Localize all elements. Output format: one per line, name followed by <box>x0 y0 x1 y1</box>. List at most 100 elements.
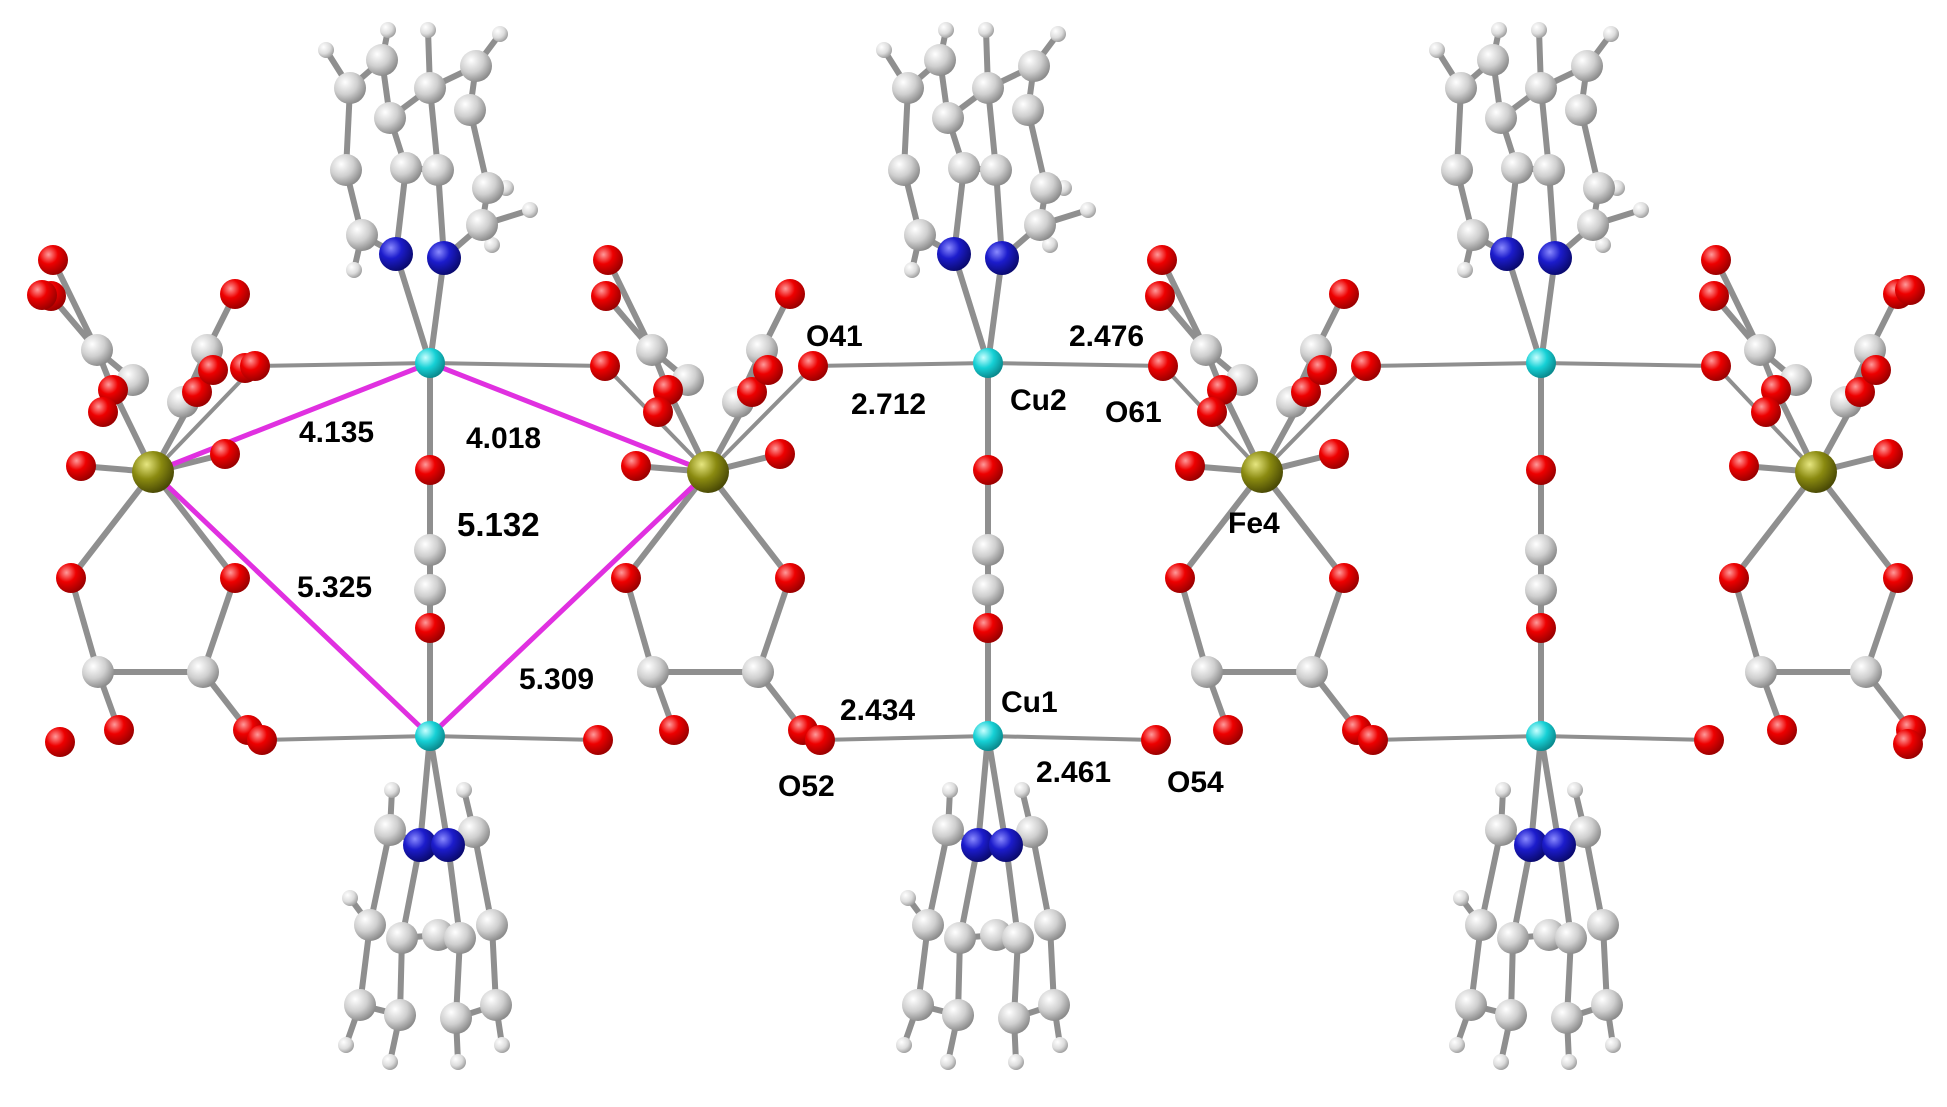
labels-layer: O41 Cu2 O61 Fe4 O52 Cu1 O54 2.712 2.476 … <box>297 320 1280 803</box>
oxygen-atom-181 <box>1319 439 1349 469</box>
carbon-atom-51 <box>330 154 362 186</box>
carbon-atom-75 <box>1024 209 1056 241</box>
carbon-atom-56 <box>454 94 486 126</box>
hydrogen-atom-32 <box>1531 22 1547 38</box>
oxygen-atom-170 <box>753 355 783 385</box>
bond-226 <box>1731 469 1819 581</box>
oxygen-atom-165 <box>591 281 621 311</box>
oxygen-atom-206 <box>1893 729 1923 759</box>
bond-236 <box>1713 257 1763 353</box>
oxygen-atom-151 <box>182 377 212 407</box>
oxygen-atom-202 <box>27 280 57 310</box>
hydrogen-atom-40 <box>1449 1037 1465 1053</box>
carbon-atom-94 <box>1038 989 1070 1021</box>
iron-atom-233 <box>1241 451 1283 493</box>
hydrogen-atom-21 <box>1042 237 1058 253</box>
oxygen-atom-173 <box>659 715 689 745</box>
hydrogen-atom-10 <box>338 1037 354 1053</box>
carbon-atom-108 <box>1571 50 1603 82</box>
oxygen-atom-178 <box>1145 281 1175 311</box>
oxygen-atom-218 <box>1694 725 1724 755</box>
bond-160 <box>1528 733 1544 848</box>
oxygen-atom-212 <box>1148 351 1178 381</box>
bond-89 <box>925 827 951 928</box>
carbon-atom-54 <box>414 72 446 104</box>
label-fe4: Fe4 <box>1228 507 1280 540</box>
hydrogen-atom-35 <box>1457 262 1473 278</box>
oxygen-atom-193 <box>1729 451 1759 481</box>
oxygen-atom-167 <box>621 451 651 481</box>
iron-atom-234 <box>1795 451 1837 493</box>
carbon-atom-103 <box>1445 72 1477 104</box>
bond-length-o52-cu1: 2.434 <box>840 694 915 727</box>
carbon-atom-84 <box>932 814 964 846</box>
carbon-atom-106 <box>1565 94 1597 126</box>
bond-187 <box>705 469 793 581</box>
oxygen-atom-203 <box>45 727 75 757</box>
carbon-atom-72 <box>948 152 980 184</box>
hydrogen-atom-31 <box>1491 22 1507 38</box>
label-cu1: Cu1 <box>1001 686 1058 719</box>
bond-176 <box>50 257 100 353</box>
hydrogen-atom-12 <box>450 1054 466 1070</box>
distance-lines-layer <box>150 360 711 739</box>
hydrogen-atom-41 <box>1493 1054 1509 1070</box>
carbon-atom-76 <box>888 154 920 186</box>
nitrogen-atom-230 <box>1542 828 1576 862</box>
oxygen-atom-186 <box>1213 715 1243 745</box>
distance-fe-cu-top-left: 4.135 <box>299 416 374 449</box>
carbon-atom-99 <box>1457 219 1489 251</box>
carbon-atom-71 <box>972 574 1004 606</box>
oxygen-atom-157 <box>198 355 228 385</box>
hydrogen-atom-33 <box>1603 26 1619 42</box>
carbon-atom-96 <box>1525 574 1557 606</box>
carbon-atom-111 <box>1465 909 1497 941</box>
oxygen-atom-177 <box>1291 377 1321 407</box>
bond-143 <box>1478 827 1504 928</box>
oxygen-atom-185 <box>1329 563 1359 593</box>
bond-256 <box>1371 734 1543 742</box>
carbon-atom-68 <box>440 1002 472 1034</box>
hydrogen-atom-30 <box>1429 42 1445 58</box>
nitrogen-atom-225 <box>961 828 995 862</box>
copper-atom-237 <box>973 348 1003 378</box>
oxygen-atom-159 <box>220 563 250 593</box>
hydrogen-atom-16 <box>938 22 954 38</box>
bond-217 <box>1177 575 1210 675</box>
nitrogen-atom-227 <box>1490 237 1524 271</box>
nitrogen-atom-226 <box>989 828 1023 862</box>
bond-29 <box>393 251 433 366</box>
oxygen-atom-213 <box>805 725 835 755</box>
carbon-atom-64 <box>386 922 418 954</box>
carbon-atom-98 <box>1533 154 1565 186</box>
carbon-atom-77 <box>1030 172 1062 204</box>
oxygen-atom-209 <box>247 725 277 755</box>
oxygen-atom-198 <box>1883 563 1913 593</box>
carbon-atom-63 <box>476 909 508 941</box>
carbon-atom-50 <box>466 209 498 241</box>
oxygen-atom-147 <box>973 613 1003 643</box>
bond-257 <box>1539 734 1711 742</box>
carbon-atom-107 <box>1485 102 1517 134</box>
hydrogen-atom-39 <box>1567 782 1583 798</box>
iron-atom-232 <box>687 451 729 493</box>
oxygen-atom-153 <box>220 279 250 309</box>
bond-178 <box>200 575 238 675</box>
carbon-atom-120 <box>81 334 113 366</box>
label-o41: O41 <box>806 320 863 353</box>
carbon-atom-101 <box>1441 154 1473 186</box>
bond-198 <box>755 575 793 675</box>
hydrogen-atom-0 <box>318 42 334 58</box>
hydrogen-atom-24 <box>1014 782 1030 798</box>
hydrogen-atom-14 <box>342 890 358 906</box>
carbon-atom-105 <box>1477 44 1509 76</box>
carbon-atom-83 <box>1018 50 1050 82</box>
nitrogen-atom-224 <box>985 241 1019 275</box>
hydrogen-atom-20 <box>904 262 920 278</box>
oxygen-atom-201 <box>1701 245 1731 275</box>
oxygen-atom-207 <box>240 351 270 381</box>
distance-line-fe-cu-bottom-right <box>427 469 711 739</box>
bond-107 <box>985 733 1009 848</box>
hydrogen-atom-2 <box>420 22 436 38</box>
